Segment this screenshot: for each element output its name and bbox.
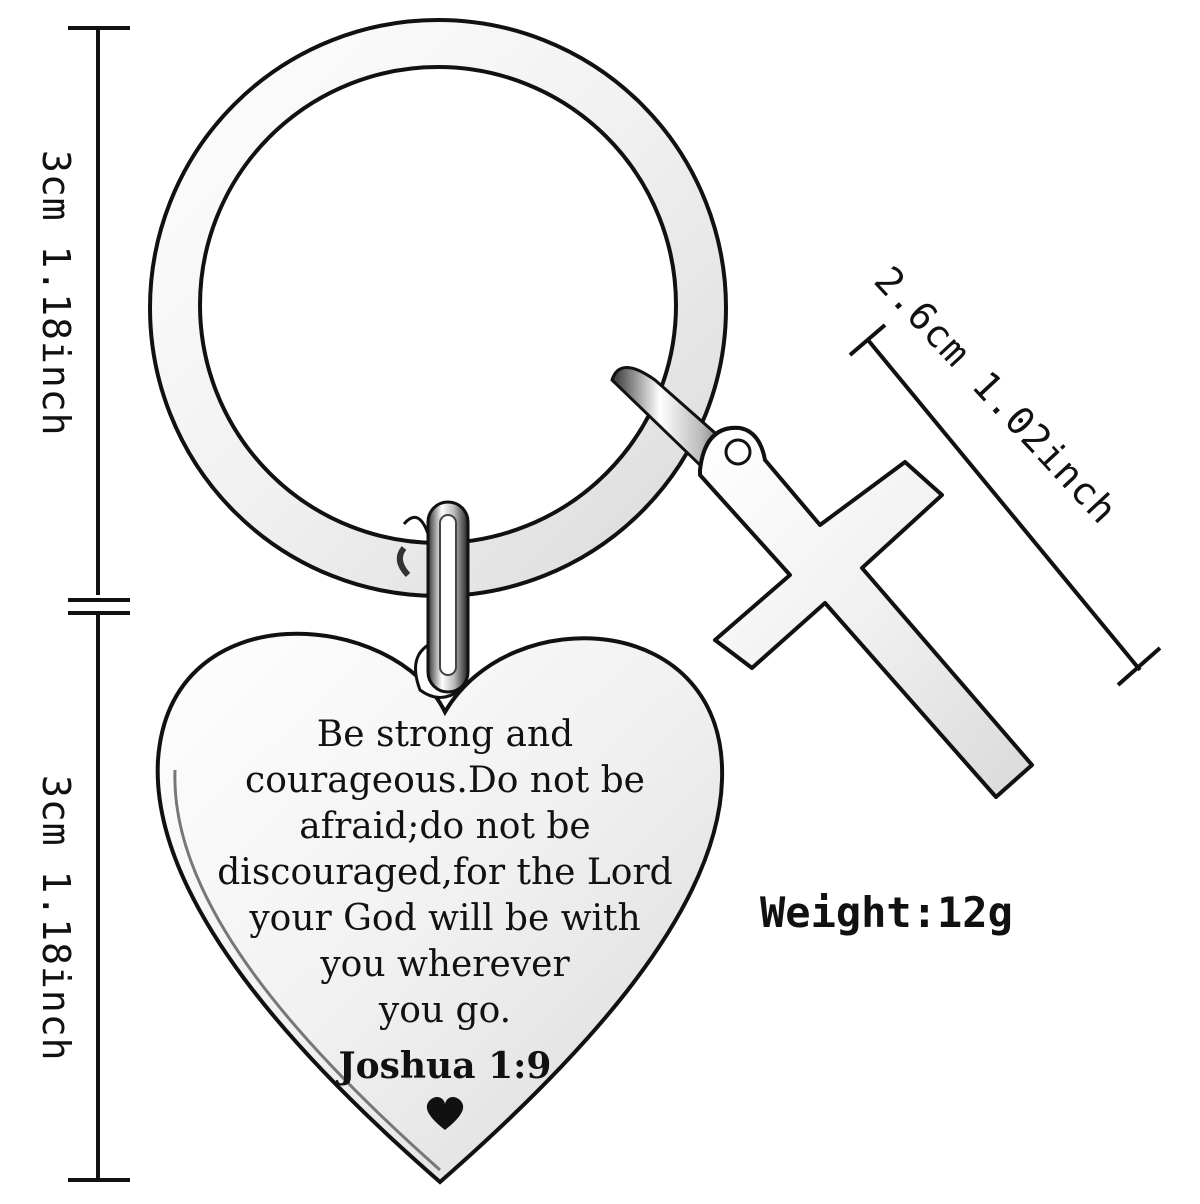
cross-dimension-line [848,323,1162,687]
verse-line: your God will be with [249,898,641,939]
split-key-ring [148,18,728,598]
weight-label: Weight:12g [760,888,1013,937]
heart-dimension-line [68,611,130,1182]
verse-line: you wherever [320,944,570,985]
verse-line: afraid;do not be [299,806,591,847]
engraved-verse: Be strong and courageous.Do not be afrai… [180,712,710,1034]
verse-line: you go. [378,990,512,1031]
heart-icon [426,1097,464,1130]
verse-line: discouraged,for the Lord [217,852,673,893]
verse-line: courageous.Do not be [245,760,645,801]
ring-dimension-line [68,26,130,602]
ring-height-label: 3cm 1.18inch [34,150,78,437]
verse-reference: Joshua 1:9 [338,1045,552,1087]
cross-pendant [698,425,1034,799]
heart-pendant [155,631,725,1185]
heart-height-label: 3cm 1.18inch [34,775,78,1062]
verse-line: Be strong and [316,714,574,755]
heart-jump-ring [426,500,470,694]
